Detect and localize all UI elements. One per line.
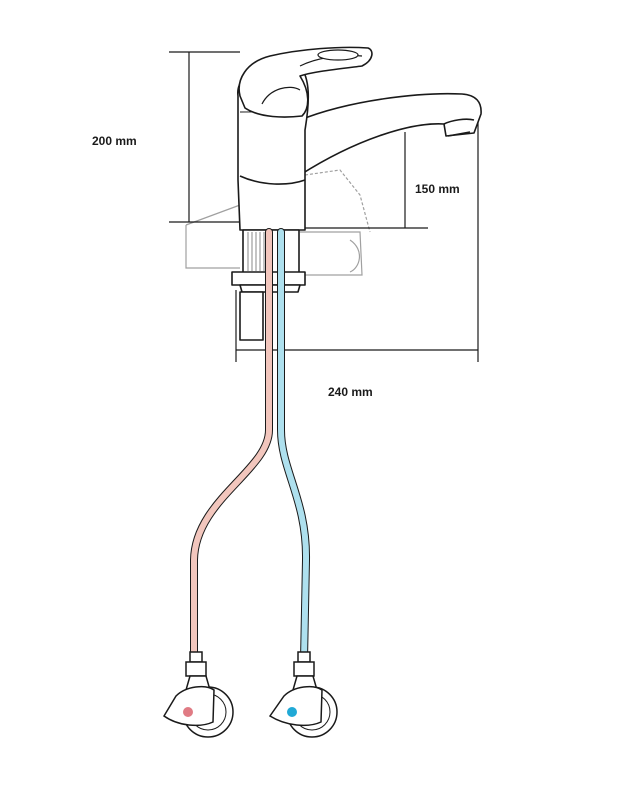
hot-water-hose [190,228,273,664]
faucet-icon [231,46,482,341]
dimension-lines [169,51,479,362]
cold-valve-icon [268,651,338,738]
hot-indicator-dot [183,707,193,717]
cold-indicator-dot [287,707,297,717]
hot-valve-icon [163,651,234,738]
spout-height-label: 150 mm [415,182,460,196]
shank-threads [247,232,265,272]
total-height-label: 200 mm [92,134,137,148]
spout-reach-label: 240 mm [328,385,373,399]
cold-water-hose [277,228,311,664]
